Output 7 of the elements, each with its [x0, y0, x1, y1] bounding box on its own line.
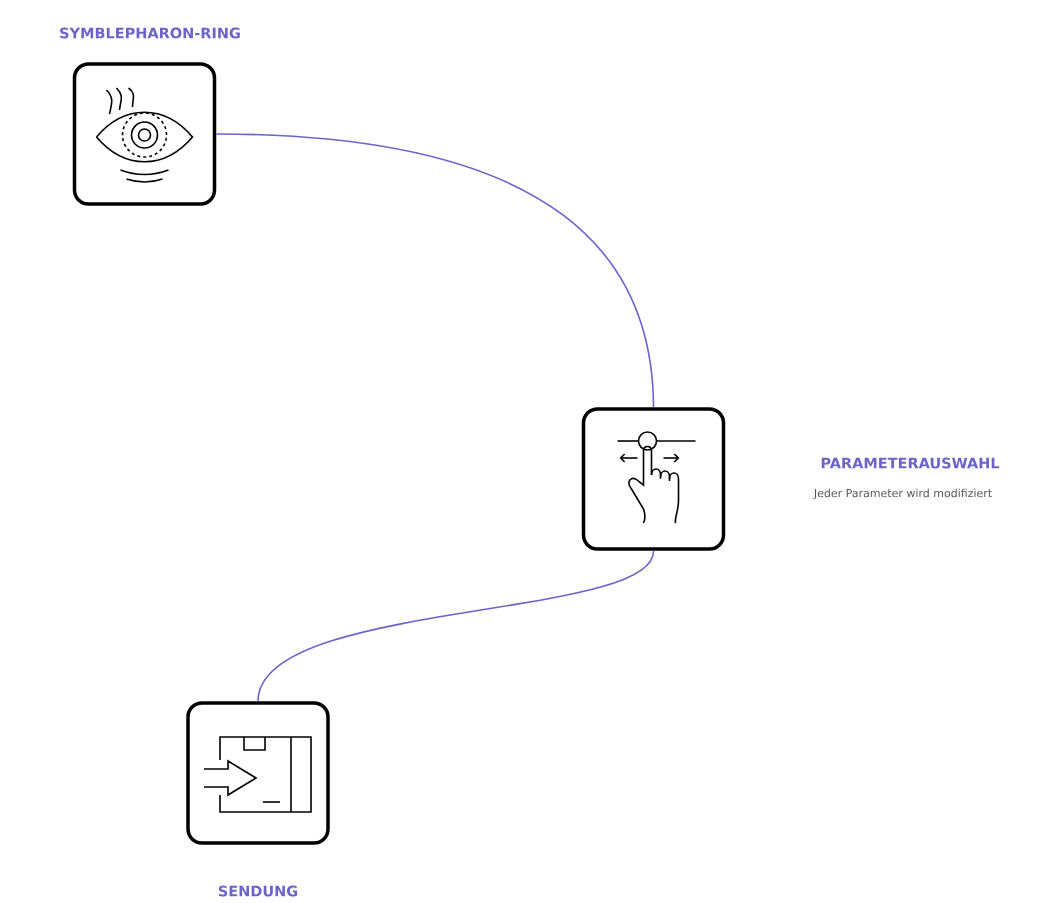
connector-curve	[257, 549, 655, 703]
icon-box	[581, 407, 726, 551]
heading: SENDUNG	[218, 885, 298, 897]
heading: SYMBLEPHARON-RING	[60, 27, 240, 39]
description: Jeder Parameter wird modifiziert	[813, 488, 992, 500]
connector-curve	[215, 133, 655, 409]
heading: PARAMETERAUSWAHL	[821, 457, 1000, 469]
